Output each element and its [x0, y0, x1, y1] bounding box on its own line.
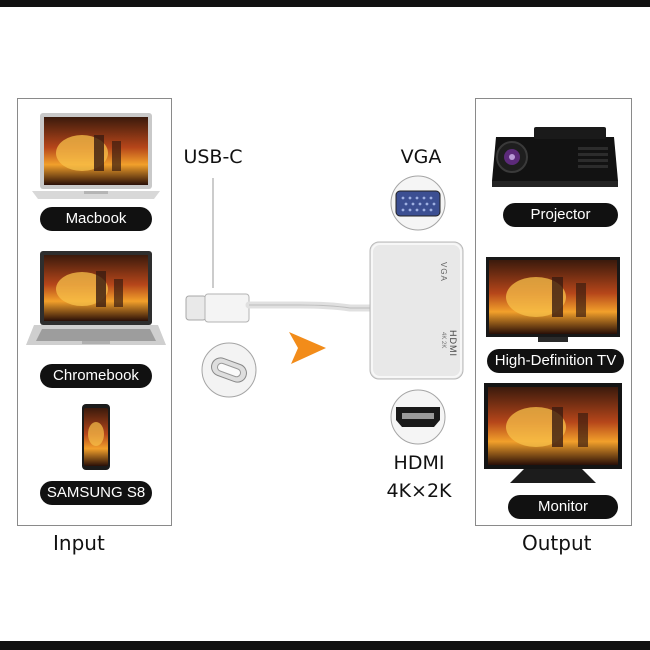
device-label-chromebook: Chromebook: [40, 364, 152, 388]
device-label-samsung-s8: SAMSUNG S8: [40, 481, 152, 505]
bottom-border: [0, 641, 650, 650]
usb-c-plug-body: [204, 293, 250, 323]
hdmi-resolution-label: 4K×2K: [386, 480, 452, 502]
smartphone-icon: [82, 404, 110, 470]
hdmi-label: HDMI: [393, 452, 445, 474]
hub-hdmi-small-text: 4K 2K: [440, 332, 446, 349]
direction-arrow-icon: [289, 332, 326, 364]
usb-cable-edge: [249, 304, 372, 309]
device-label-projector: Projector: [503, 203, 618, 227]
input-panel: Macbook Chromebook SAMSUNG S8: [17, 98, 172, 526]
monitor-icon: [484, 383, 622, 483]
usb-c-plug-tip: [185, 295, 207, 321]
device-label-monitor: Monitor: [508, 495, 618, 519]
top-border: [0, 0, 650, 7]
vga-label: VGA: [400, 146, 442, 168]
device-label-macbook: Macbook: [40, 207, 152, 231]
adapter-hub: [369, 241, 464, 380]
input-caption: Input: [53, 531, 105, 555]
projector-icon: [492, 127, 618, 187]
device-label-high-definition-tv: High-Definition TV: [487, 349, 624, 373]
output-panel: Projector High-Definition TV Monitor: [475, 98, 632, 526]
tv-icon: [486, 257, 620, 342]
macbook-laptop-icon: [32, 113, 160, 199]
hub-vga-text: VGA: [439, 262, 448, 282]
output-caption: Output: [522, 531, 592, 555]
usb-c-label: USB-C: [183, 146, 243, 168]
chromebook-laptop-icon: [26, 251, 166, 345]
hub-hdmi-text: HDMI: [448, 330, 458, 357]
